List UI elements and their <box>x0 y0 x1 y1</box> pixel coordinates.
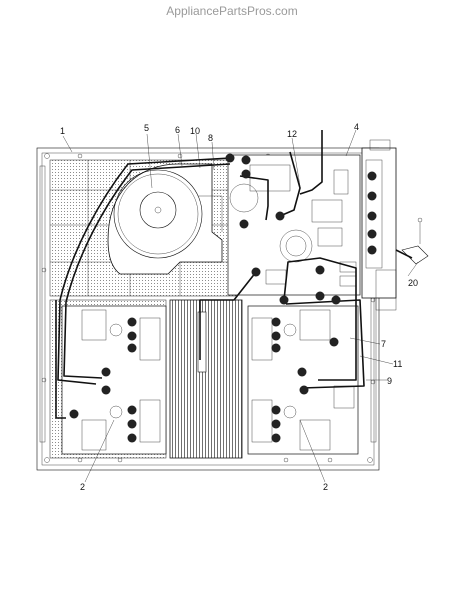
wiring-harness <box>55 130 413 419</box>
control-board <box>227 154 361 296</box>
callout-9: 9 <box>387 376 392 386</box>
callout-11: 11 <box>393 359 402 369</box>
callout-5: 5 <box>144 123 149 133</box>
callout-labels: 1 5 6 10 8 12 4 20 7 11 9 2 2 <box>60 122 418 492</box>
leader-lines <box>62 129 419 483</box>
callout-4: 4 <box>354 122 359 132</box>
terminal-block <box>361 139 397 311</box>
power-board-left <box>61 305 167 455</box>
callout-2-left: 2 <box>80 482 85 492</box>
callout-2-right: 2 <box>323 482 328 492</box>
callout-8: 8 <box>208 133 213 143</box>
callout-6: 6 <box>175 125 180 135</box>
callout-20: 20 <box>408 278 418 288</box>
callout-12: 12 <box>287 129 297 139</box>
connector-markers <box>69 153 377 443</box>
blower-fan-assembly <box>107 163 223 275</box>
callout-10: 10 <box>190 126 200 136</box>
temperature-sensor <box>401 217 429 265</box>
callout-7: 7 <box>381 339 386 349</box>
callout-1: 1 <box>60 126 65 136</box>
chassis-frame <box>36 147 380 471</box>
site-header[interactable]: AppliancePartsPros.com <box>166 4 298 18</box>
heat-sink <box>169 299 243 459</box>
